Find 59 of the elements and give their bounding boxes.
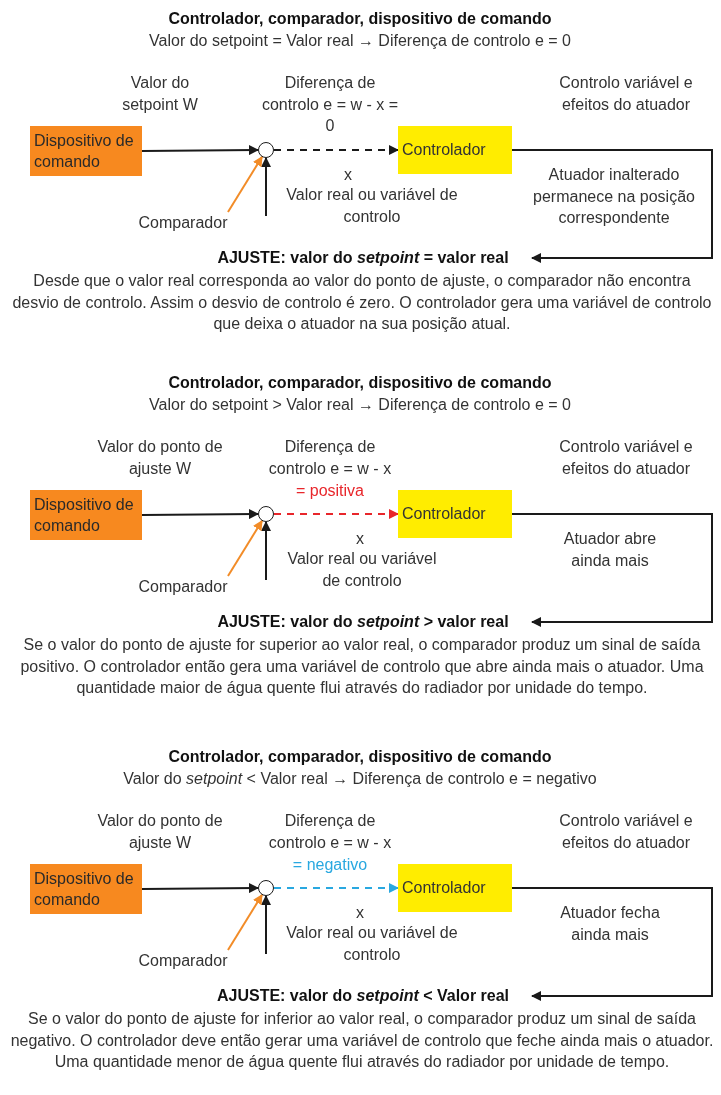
description-paragraph: Desde que o valor real corresponda ao valor do ponto de ajuste, o comparador não encontra desvio de controlo. Assim o desvio de controlo é zero. O controlador gera uma variável de controlo que deixa o atuador na sua posição atual. [11,271,713,334]
comparator-text: Comparador [128,576,238,598]
arrow [227,893,263,951]
panel-title: Controlador, comparador, dispositivo de comando [167,9,553,29]
panel-subtitle: Valor do setpoint = Valor real → Diferença de controlo e = 0 [148,31,572,51]
annotation-text: x [343,165,353,185]
edge-label: = positiva [294,481,365,501]
panel-subtitle: Valor do setpoint > Valor real → Diferença de controlo e = 0 [148,395,572,415]
comparator-circle [258,142,274,158]
dashed-arrow [273,509,399,519]
edge-label: Valor do setpoint W [121,73,199,115]
command-device-box: Dispositivo de comando [30,126,142,176]
annotation-text: Diferença de controlo e = w - x [267,437,393,479]
annotation-text: Valor real ou variável de controlo [286,549,438,591]
annotation-text: Atuador fecha ainda mais [559,903,661,945]
annotation-text: Diferença de controlo e = w - x [267,811,393,853]
description-paragraph: Se o valor do ponto de ajuste for superior ao valor real, o comparador produz um sinal de saída positivo. O controlador então gera uma variável de controlo que abre ainda mais o atuador. Uma quantidade maior de água quente flui através do radiador por unidade do tempo. [19,635,705,698]
comparator-circle [258,880,274,896]
input-arrow [261,521,271,581]
arrow [511,513,713,627]
setting-heading: AJUSTE: valor do setpoint < Valor real [196,985,530,1007]
annotation-text: x [355,903,365,923]
command-device-box: Dispositivo de comando [30,864,142,914]
annotation-text: Controlo variável e efeitos do atuador [558,73,694,115]
comparator-circle [258,506,274,522]
controller-box: Controlador [398,490,512,538]
annotation-text: Controlo variável e efeitos do atuador [558,437,694,479]
setting-heading: AJUSTE: valor do setpoint > valor real [196,611,530,633]
panel-subtitle: Valor do setpoint < Valor real → Diferença de controlo e = negativo [122,769,598,789]
arrow [141,509,259,520]
comparator-text: Comparador [128,950,238,972]
annotation-text: Controlo variável e efeitos do atuador [558,811,694,853]
edge-label: Valor do ponto de ajuste W [96,811,224,853]
annotation-text: Atuador abre ainda mais [562,529,658,571]
panel-title: Controlador, comparador, dispositivo de comando [167,373,553,393]
input-arrow [261,895,271,955]
comparator-text: Comparador [128,212,238,234]
description-paragraph: Se o valor do ponto de ajuste for inferior ao valor real, o comparador produz um sinal de saída negativo. O controlador deve então gerar uma variável de controlo que feche ainda mais o atuador. Uma quantidade menor de água quente flui através do radiador por unidade de tempo. [10,1009,714,1072]
annotation-text: Valor real ou variável de controlo [285,185,459,227]
controller-box: Controlador [398,126,512,174]
annotation-text: Atuador inalterado permanece na posição correspondente [532,165,696,228]
arrow [227,155,263,213]
arrow [227,519,263,577]
arrow [141,883,259,894]
annotation-text: Valor real ou variável de controlo [285,923,459,965]
edge-label: Valor do ponto de ajuste W [96,437,224,479]
arrow [141,145,259,156]
arrow [511,887,713,1001]
panel-title: Controlador, comparador, dispositivo de comando [167,747,553,767]
annotation-text: x [355,529,365,549]
controller-box: Controlador [398,864,512,912]
command-device-box: Dispositivo de comando [30,490,142,540]
arrow [511,149,713,263]
setting-heading: AJUSTE: valor do setpoint = valor real [196,247,530,269]
edge-label: Diferença de controlo e = w - x = 0 [260,73,400,136]
input-arrow [261,157,271,217]
edge-label: = negativo [291,855,369,875]
dashed-arrow [273,145,399,155]
dashed-arrow [273,883,399,893]
